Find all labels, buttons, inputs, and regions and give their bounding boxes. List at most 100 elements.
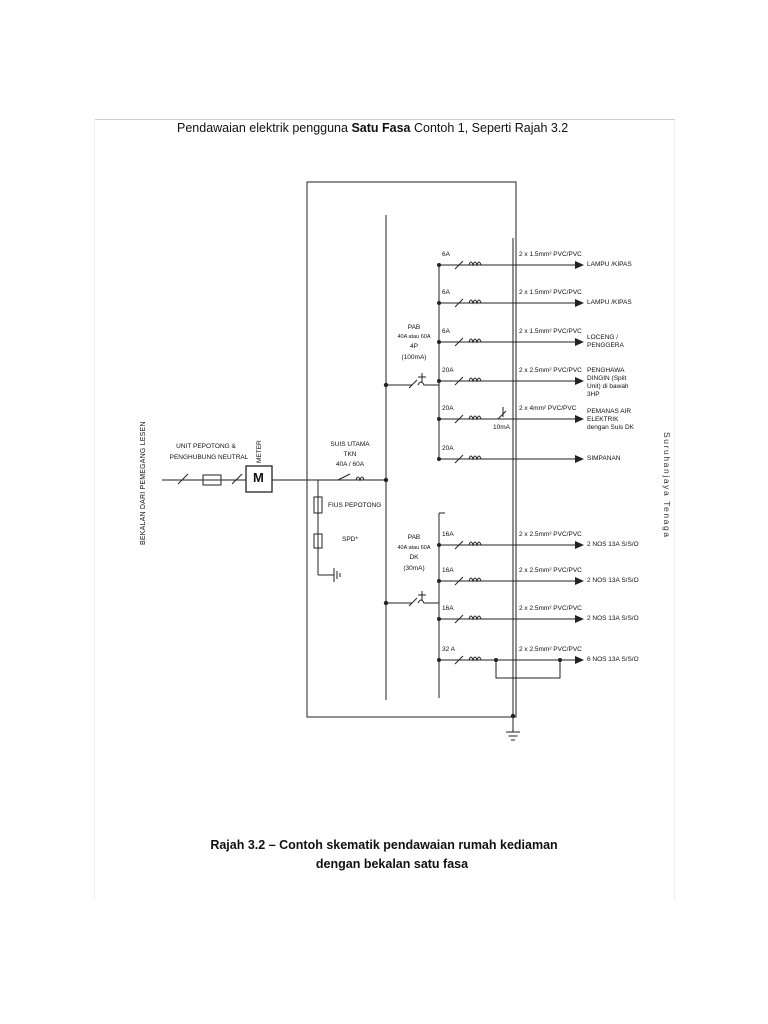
final-circuit [437, 614, 584, 624]
junction-dot [437, 617, 441, 621]
outgoing-arrow-icon [575, 615, 584, 623]
circuit-cable-spec: 2 x 2.5mm² PVC/PVC [519, 605, 582, 612]
circuit-cable-spec: 2 x 1.5mm² PVC/PVC [519, 251, 582, 258]
circuit-cable-spec: 2 x 2.5mm² PVC/PVC [519, 531, 582, 538]
header-rule [95, 119, 675, 120]
rcd-top-label-2: 40A atau 60A [397, 334, 431, 340]
circuit-rating: 20A [442, 367, 454, 374]
rcd-top-symbol [406, 373, 430, 389]
rcd-top-label-1: PAB [407, 324, 421, 331]
junction-dot [383, 600, 389, 606]
circuit-rating: 20A [442, 405, 454, 412]
junction-dot [437, 340, 441, 344]
circuit-load-label: 2 NOS 13A S/S/O [587, 541, 639, 548]
junction-dot [437, 457, 441, 461]
circuit-cable-spec: 2 x 4mm² PVC/PVC [519, 405, 577, 412]
meter-box [245, 465, 273, 493]
circuit-rating: 6A [442, 328, 450, 335]
figure-caption-line2: dengan bekalan satu fasa [315, 857, 469, 871]
circuit-cable-spec: 2 x 2.5mm² PVC/PVC [519, 567, 582, 574]
outgoing-arrow-icon [575, 377, 584, 385]
outgoing-arrow-icon [575, 415, 584, 423]
final-circuit [437, 540, 584, 550]
circuit-load-label: 2 NOS 13A S/S/O [587, 577, 639, 584]
circuit-load-label: PENGHAWA [587, 367, 625, 374]
fius-pepotong-symbol [313, 496, 323, 514]
rcd-bottom-symbol [406, 591, 430, 607]
final-circuit [437, 454, 584, 464]
junction-dot [383, 382, 389, 388]
final-circuit [437, 576, 584, 586]
circuit-rating: 16A [442, 567, 454, 574]
ring-circuit-loop [495, 660, 561, 679]
final-circuit [437, 376, 584, 386]
outgoing-arrow-icon [575, 455, 584, 463]
circuit-rating: 6A [442, 289, 450, 296]
junction-dot [437, 417, 441, 421]
spd-symbol [313, 533, 323, 549]
fius-label: FIUS PEPOTONG [328, 502, 382, 509]
junction-dot [437, 263, 441, 267]
circuit-load-label: LAMPU /KIPAS [587, 299, 632, 306]
outgoing-arrow-icon [575, 338, 584, 346]
meter-label: METER [256, 440, 263, 463]
junction-dot [437, 301, 441, 305]
circuit-load-label: SIMPANAN [587, 455, 621, 462]
distribution-board-outline [306, 181, 517, 718]
rcd-bottom-label-4: (30mA) [403, 565, 425, 572]
rcbo-label: 10mA [493, 424, 510, 431]
final-circuit [437, 260, 584, 270]
scan-edge-left [94, 120, 95, 900]
final-circuit [437, 655, 584, 665]
cutout-label-line2: PENGHUBUNG NEUTRAL [169, 454, 249, 461]
page-header: Pendawaian elektrik pengguna Satu Fasa C… [177, 121, 568, 135]
final-circuit [437, 407, 584, 424]
outgoing-arrow-icon [575, 541, 584, 549]
circuit-rating: 32 A [442, 646, 456, 653]
circuit-load-label: 2 NOS 13A S/S/O [587, 615, 639, 622]
cutout-label-line1: UNIT PEPOTONG & [176, 443, 236, 450]
circuit-load-label: Unit) di bawah [587, 383, 629, 390]
outgoing-arrow-icon [575, 577, 584, 585]
circuit-cable-spec: 2 x 2.5mm² PVC/PVC [519, 646, 582, 653]
circuit-load-label: PEMANAS AIR [587, 408, 632, 415]
circuit-load-label: DINGIN (Split [587, 375, 627, 382]
junction-dot [437, 379, 441, 383]
figure-caption-line1: Rajah 3.2 – Contoh skematik pendawaian r… [210, 838, 558, 852]
circuit-load-label: dengan Suis DK [587, 424, 634, 431]
main-switch-symbol [352, 476, 368, 482]
circuit-load-label: 3HP [587, 391, 600, 398]
header-prefix: Pendawaian elektrik pengguna [177, 121, 352, 135]
main-switch-label-2: TKN [343, 451, 357, 458]
rcd-top-label-4: (100mA) [401, 354, 427, 361]
circuit-rating: 6A [442, 251, 450, 258]
cutout-fuse-symbol [202, 474, 222, 486]
rcd-top-label-3: 4P [410, 343, 418, 350]
outgoing-arrow-icon [575, 656, 584, 664]
circuit-load-label: 6 NOS 13A S/S/O [587, 656, 639, 663]
junction-dot [437, 658, 441, 662]
junction-dot [558, 658, 562, 662]
header-suffix: Contoh 1, Seperti Rajah 3.2 [410, 121, 569, 135]
rcd-bottom-label-2: 40A atau 60A [397, 545, 431, 551]
header-bold: Satu Fasa [351, 121, 411, 135]
scan-edge-right [674, 120, 675, 900]
circuit-load-label: LOCENG / [587, 334, 619, 341]
spd-label: SPD* [342, 536, 358, 543]
main-switch-label-3: 40A / 60A [335, 461, 365, 468]
circuit-load-label: ELEKTRIK [587, 416, 619, 423]
circuit-rating: 16A [442, 531, 454, 538]
circuit-cable-spec: 2 x 1.5mm² PVC/PVC [519, 328, 582, 335]
junction-dot [494, 658, 498, 662]
circuit-cable-spec: 2 x 2.5mm² PVC/PVC [519, 367, 582, 374]
junction-dot [383, 477, 389, 483]
final-circuit [437, 298, 584, 308]
circuit-cable-spec: 2 x 1.5mm² PVC/PVC [519, 289, 582, 296]
rcd-bottom-label-3: DK [409, 554, 419, 561]
meter-symbol: M [253, 470, 264, 485]
final-circuit [437, 337, 584, 347]
circuit-load-label: LAMPU /KIPAS [587, 261, 632, 268]
circuit-rating: 20A [442, 445, 454, 452]
